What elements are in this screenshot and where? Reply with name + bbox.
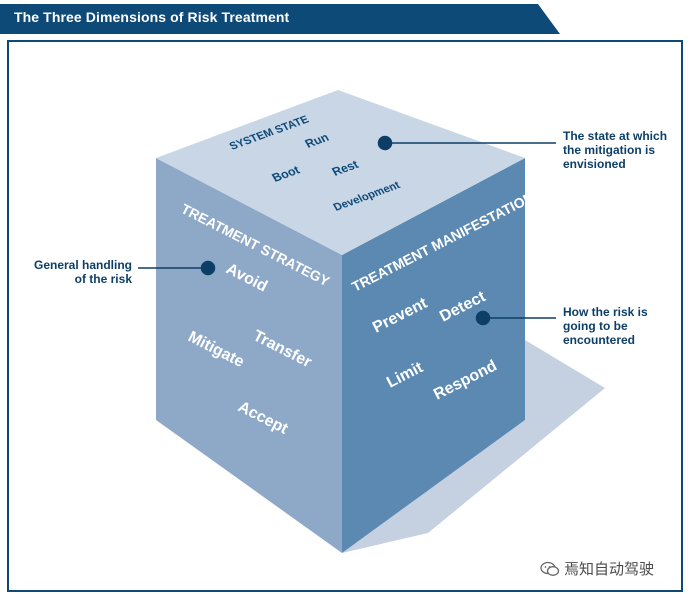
cube-right-face (342, 158, 525, 553)
watermark-text: 焉知自动驾驶 (564, 560, 655, 578)
cube-shadow (342, 340, 605, 553)
watermark: 焉知自动驾驶 (540, 558, 654, 579)
callout-manifestation: How the risk is going to be encountered (563, 305, 648, 347)
wechat-icon (540, 561, 560, 576)
callout-dot-manifestation (475, 310, 491, 326)
diagram-frame (7, 40, 683, 592)
callout-strategy: General handling of the risk (33, 258, 132, 286)
callout-dot-system-state (377, 135, 393, 151)
callout-dot-strategy (200, 260, 216, 276)
header-banner (0, 4, 560, 34)
page-title: The Three Dimensions of Risk Treatment (14, 9, 290, 25)
cube-left-face (156, 158, 342, 553)
cube-top-face (156, 90, 525, 255)
callout-system-state: The state at which the mitigation is env… (563, 129, 668, 171)
